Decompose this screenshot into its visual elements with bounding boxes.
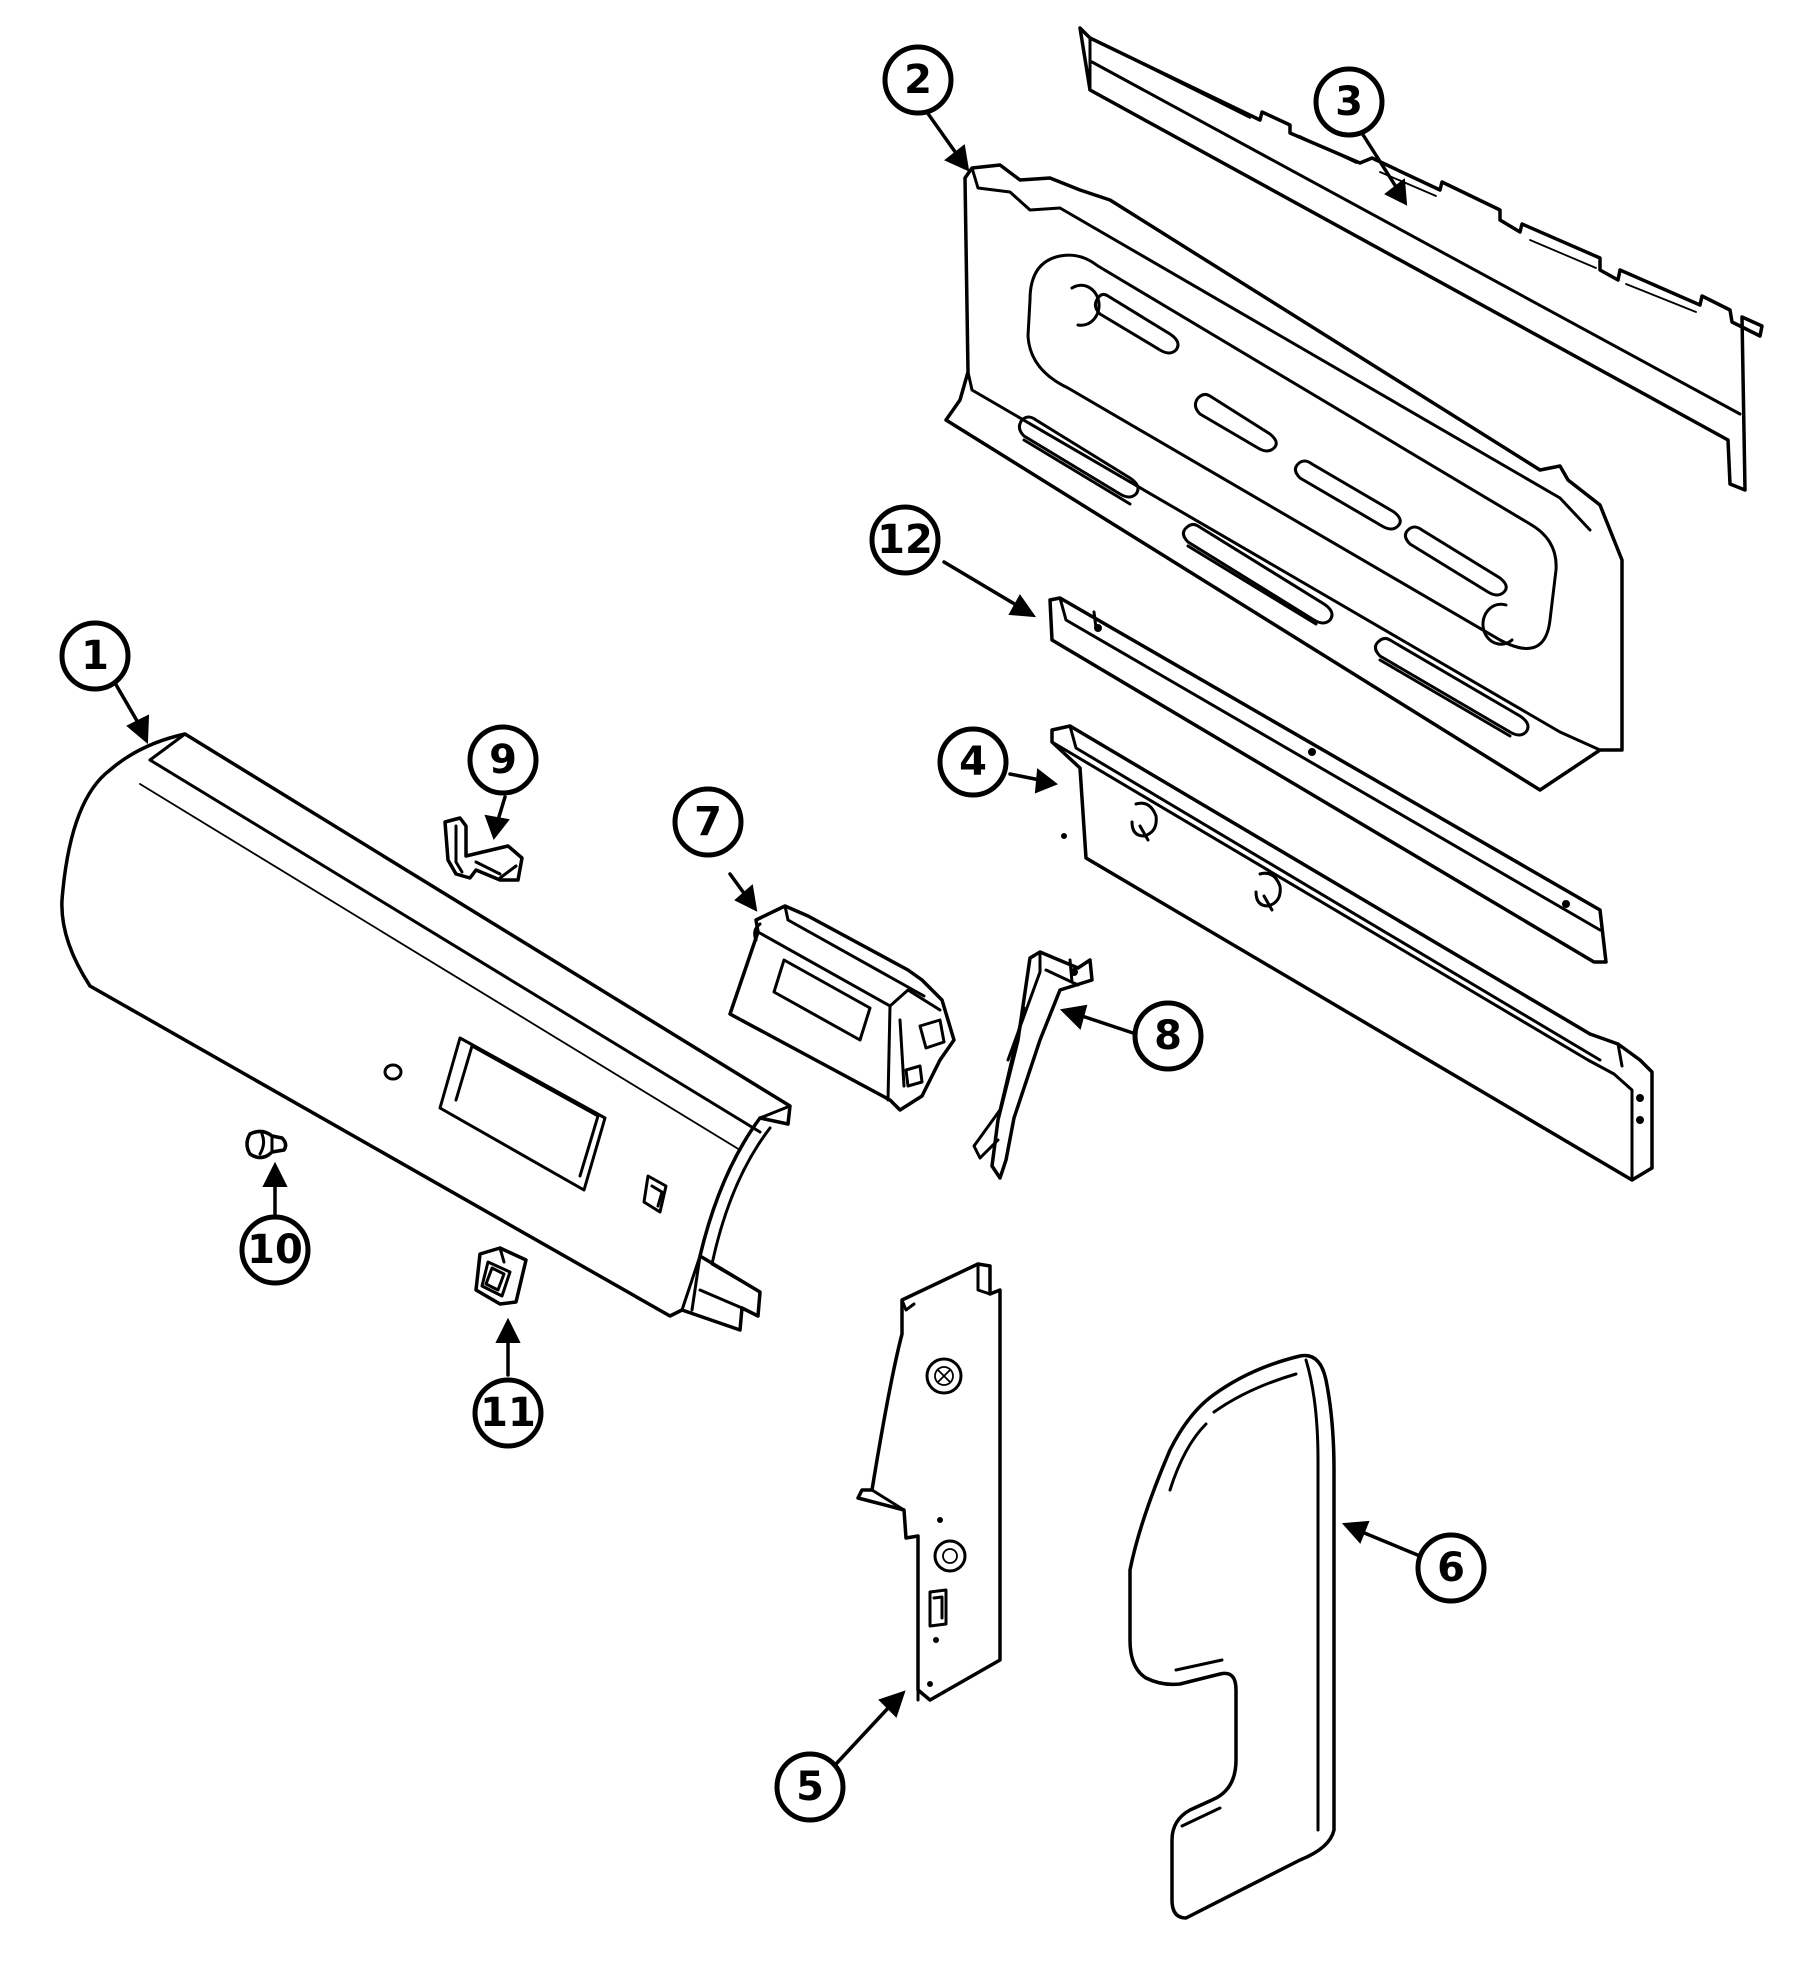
callout-1-label: 1: [81, 633, 109, 679]
part-10-knob: [245, 1129, 288, 1160]
leader-2: [922, 106, 960, 158]
leader-5: [834, 1704, 892, 1766]
callout-12-label: 12: [877, 517, 933, 563]
arrowhead-3: [1384, 178, 1408, 206]
arrowhead-9: [484, 814, 510, 841]
callout-4-label: 4: [959, 739, 987, 785]
leader-9: [496, 795, 507, 822]
callout-3: 3: [1313, 66, 1385, 138]
callout-11: 11: [472, 1377, 544, 1449]
part-4-long-channel: [1050, 724, 1654, 1182]
arrowhead-2: [944, 144, 970, 172]
part-11-rocker-switch: [474, 1246, 528, 1306]
callout-11-label: 11: [480, 1390, 536, 1436]
arrowhead-8: [1059, 1004, 1088, 1030]
arrowhead-7: [734, 884, 758, 912]
arrowhead-4: [1034, 768, 1058, 794]
arrowhead-1: [126, 714, 150, 745]
leader-lines: [113, 106, 1422, 1766]
leader-4: [1008, 772, 1042, 782]
callout-5: 5: [774, 1751, 846, 1823]
callout-8: 8: [1132, 1000, 1204, 1072]
arrowhead-10: [262, 1161, 288, 1187]
callout-9: 9: [467, 724, 539, 796]
part-5-side-bracket: [856, 1262, 1002, 1702]
part-6-end-cap: [1128, 1353, 1336, 1920]
callout-10-label: 10: [247, 1227, 303, 1273]
arrowhead-5: [878, 1690, 906, 1718]
callout-9-label: 9: [489, 737, 517, 783]
part-12-bracket-strip: [1048, 596, 1608, 964]
callout-6: 6: [1415, 1532, 1487, 1604]
part-9-clip: [443, 816, 524, 882]
leader-3: [1358, 128, 1400, 192]
callout-4: 4: [937, 726, 1009, 798]
callout-5-label: 5: [796, 1764, 824, 1810]
leader-1: [113, 681, 142, 728]
arrowhead-12: [1008, 594, 1037, 618]
callout-3-label: 3: [1335, 79, 1363, 125]
callout-12: 12: [869, 504, 941, 576]
arrowhead-11: [495, 1317, 521, 1343]
part-8-wire-bracket: [972, 950, 1094, 1180]
callout-7-label: 7: [694, 799, 722, 845]
leader-8: [1080, 1014, 1138, 1036]
callout-1: 1: [59, 620, 131, 692]
part-1-control-panel: [60, 732, 792, 1332]
leader-12: [942, 560, 1020, 608]
callout-2-label: 2: [904, 57, 932, 103]
callout-6-label: 6: [1437, 1545, 1465, 1591]
part-3-top-trim-strip: [1078, 26, 1764, 492]
leader-6: [1360, 1530, 1422, 1558]
part-2-rear-panel: [944, 163, 1624, 792]
callout-2: 2: [882, 44, 954, 116]
arrowhead-6: [1341, 1520, 1370, 1544]
callout-8-label: 8: [1154, 1013, 1182, 1059]
callout-7: 7: [672, 786, 744, 858]
callout-10: 10: [239, 1214, 311, 1286]
part-7-control-module: [728, 904, 956, 1112]
